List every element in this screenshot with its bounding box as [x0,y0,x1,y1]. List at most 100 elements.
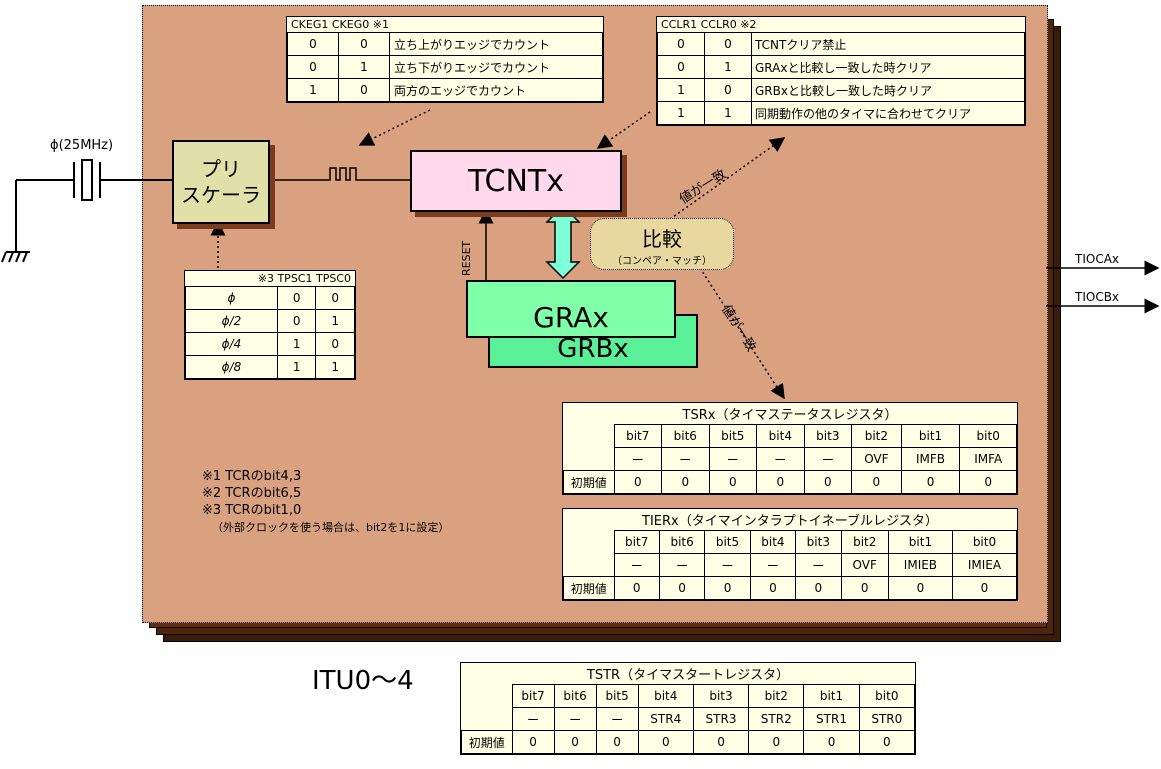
tier-title: TIERx（タイマインタラプトイネーブルレジスタ） [642,514,938,529]
cell [462,685,513,708]
cell: 立ち上がりエッジでカウント [389,32,603,56]
cell: 1 [704,55,752,79]
cell: 0 [338,32,390,56]
cell: bit2 [851,424,902,448]
cell: bit6 [658,530,706,554]
cell: 0 [657,55,705,79]
cell: 0 [661,470,710,494]
cell: bit4 [637,684,694,708]
clock-label: ϕ(25MHz) [50,138,114,153]
cell: bit5 [595,684,639,708]
cell: IMFB [900,447,961,471]
cell: 0 [756,470,805,494]
note-1: ※1 TCRのbit4,3 [202,469,302,484]
cell: ー [756,447,805,471]
cell: 立ち下がりエッジでカウント [389,55,603,79]
cell: 1 [704,101,752,125]
tstr-title: TSTR（タイマスタートレジスタ） [586,668,790,683]
cell: 0 [748,730,805,754]
reset-label: RESET [460,240,473,276]
cell: OVF [851,447,902,471]
cell: ー [553,707,597,731]
ground-icon [1,180,30,263]
cell: 0 [704,78,752,102]
gra-label: GRAx [533,301,609,334]
cell: STR3 [692,707,750,731]
cell: STR1 [803,707,860,731]
cell: 初期値 [461,730,513,754]
cell: 0 [704,32,752,56]
cell: 両方のエッジでカウント [389,78,603,102]
compare-sub: （コンペア・マッチ） [612,256,712,267]
cell: ー [613,447,663,471]
cell: ー [749,553,797,577]
note-2: ※2 TCRのbit6,5 [202,486,302,501]
cell: bit4 [749,530,797,554]
cell [462,708,513,731]
cell: bit3 [803,424,853,448]
cell: 0 [315,286,355,310]
cell: 1 [315,309,355,333]
cell: ー [613,553,660,577]
cell: 1 [315,355,355,379]
crystal-icon [16,159,172,201]
cell: 1 [276,355,317,379]
cell: 0 [749,576,797,600]
cell: 0 [692,730,750,754]
clock-pulse-icon [322,167,410,181]
cell: bit5 [704,530,751,554]
cell: 0 [287,55,339,79]
cell: bit1 [803,684,860,708]
cell: 1 [338,55,390,79]
compare-bubble: 比較 （コンペア・マッチ） [590,218,734,270]
cell: ϕ/4 [185,332,278,356]
cell: IMIEA [951,553,1018,577]
cell: 0 [338,78,390,102]
cell: bit4 [756,424,805,448]
cell: 0 [887,576,953,600]
cell: 0 [287,32,339,56]
itu-label: ITU0～4 [312,666,414,696]
cell: 初期値 [563,576,615,600]
cell [564,448,615,471]
compare-double-arrow-icon [545,204,581,280]
cell: bit7 [511,684,555,708]
cell: 0 [637,730,694,754]
cell: 0 [704,576,751,600]
cclr-header: CCLR1 CCLR0 ※2 [661,18,757,31]
cell: 0 [900,470,961,494]
cell: 0 [840,576,889,600]
note-3: ※3 TCRのbit1,0 [202,503,302,518]
tsr-title: TSRx（タイマステータスレジスタ） [682,408,898,423]
cell: ー [795,553,842,577]
cell: STR4 [637,707,694,731]
gra-block: GRAx [466,280,676,338]
cell: 0 [613,576,660,600]
cell: bit0 [858,684,916,708]
cell: bit3 [795,530,842,554]
cell: 0 [708,470,758,494]
cell: STR2 [748,707,805,731]
cell: GRBxと比較し一致した時クリア [751,78,1025,102]
cell: bit0 [959,424,1017,448]
cell: 0 [315,332,355,356]
cell: ー [803,447,853,471]
prescaler-label: プリ スケーラ [181,157,261,207]
prescaler-block: プリ スケーラ [172,140,270,224]
ckeg-header: CKEG1 CKEG0 ※1 [291,18,389,31]
cell: 0 [851,470,902,494]
cell: 0 [658,576,706,600]
cell: 0 [803,730,860,754]
compare-title: 比較 [642,227,682,251]
cell: bit6 [553,684,597,708]
cell: bit1 [887,530,953,554]
notes: ※1 TCRのbit4,3 ※2 TCRのbit6,5 ※3 TCRのbit1,… [202,468,449,536]
cell: TCNTクリア禁止 [751,32,1025,56]
